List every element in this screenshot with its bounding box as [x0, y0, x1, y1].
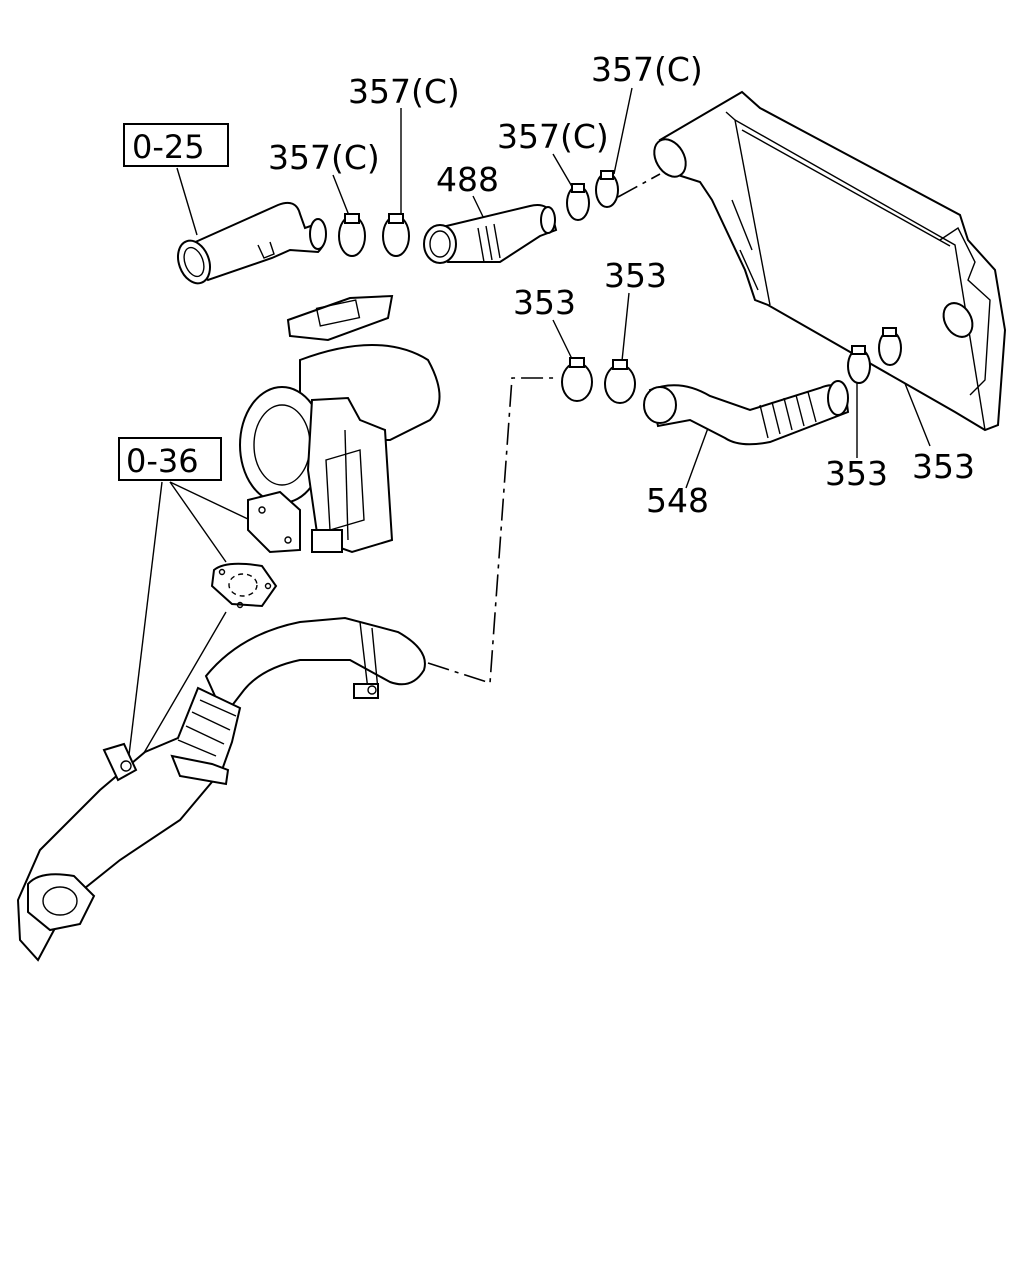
gasket-0-36[interactable] [210, 562, 278, 609]
callout-488: 488 [436, 160, 499, 199]
hose-clamp-357c-2[interactable] [382, 213, 410, 257]
callout-357c-2: 357(C) [348, 72, 460, 111]
hose-548[interactable] [643, 380, 850, 446]
turbocharger[interactable] [239, 294, 441, 554]
hose-clamp-353-4[interactable] [878, 327, 902, 366]
hose-clamp-353-3[interactable] [847, 345, 871, 384]
hose-clamp-357c-1[interactable] [338, 213, 366, 257]
upper-intake-pipe[interactable] [172, 201, 327, 288]
callout-548: 548 [646, 481, 709, 520]
elbow-hose[interactable] [204, 616, 426, 718]
hose-488[interactable] [423, 204, 558, 264]
callout-353-2: 353 [604, 256, 667, 295]
hose-clamp-357c-3[interactable] [566, 183, 590, 221]
reference-label-0-25: 0-25 [132, 128, 205, 166]
callout-353-1: 353 [513, 283, 576, 322]
reference-box-0-25[interactable]: 0-25 [123, 123, 229, 167]
exhaust-down-pipe[interactable] [16, 686, 242, 962]
callout-357c-3: 357(C) [497, 117, 609, 156]
hose-clamp-357c-4[interactable] [595, 170, 619, 208]
reference-box-0-36[interactable]: 0-36 [118, 437, 222, 481]
callout-357c-4: 357(C) [591, 50, 703, 89]
intercooler[interactable] [648, 90, 1007, 432]
reference-label-0-36: 0-36 [126, 442, 199, 480]
hose-clamp-353-1[interactable] [561, 357, 593, 402]
hose-clamp-353-2[interactable] [604, 359, 636, 404]
callout-353-3: 353 [825, 454, 888, 493]
callout-357c-1: 357(C) [268, 138, 380, 177]
callout-353-4: 353 [912, 447, 975, 486]
